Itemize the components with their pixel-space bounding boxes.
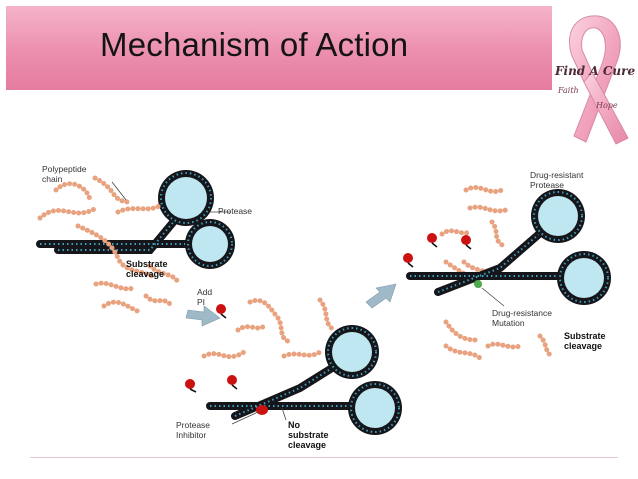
scissors-protease-2 [206,325,402,435]
substrate-chains-1 [37,175,181,315]
label-polypeptide-chain: Polypeptide chain [42,164,87,184]
slide-title: Mechanism of Action [100,26,409,63]
find-a-cure-ribbon-logo [569,15,629,145]
scissors-protease-1 [36,170,235,269]
label-substrate-cleavage-1: Substrate cleavage [126,259,168,279]
protease-inhibitors-2 [185,304,238,393]
logo-text-faith: Faith [558,86,579,95]
label-no-substrate-cleavage: No substrate cleavage [288,420,329,450]
footer-divider [30,457,618,458]
label-drug-resistant-protease: Drug-resistant Protease [530,170,584,190]
label-protease: Protease [218,206,253,216]
substrate-chains-2 [201,297,337,360]
logo-text-main: Find A Cure [555,64,636,78]
protease-inhibitors-3 [403,233,472,268]
label-drug-resistance-mutation: Drug-resistance Mutation [492,308,552,328]
label-protease-inhibitor: Protease Inhibitor [176,420,211,440]
label-substrate-cleavage-2: Substrate cleavage [564,331,606,351]
scissors-protease-3 [406,189,611,305]
arrow-resistance [365,283,397,309]
label-add-pi: Add PI [197,287,213,307]
title-bar [6,6,552,90]
arrow-add-pi [185,305,221,327]
logo-text-hope: Hope [596,101,618,110]
